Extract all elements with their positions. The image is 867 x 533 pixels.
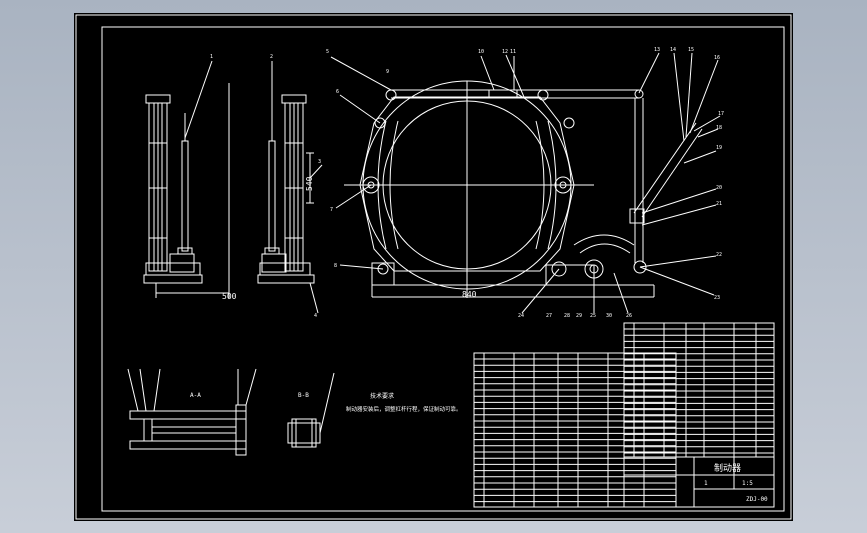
balloon-15: 15 (688, 47, 694, 53)
note-text: 制动器安装后，调整杠杆行程，保证制动可靠。 (346, 405, 462, 413)
balloon-4: 4 (314, 313, 317, 319)
balloon-6: 6 (336, 89, 339, 95)
balloon-25: 25 (590, 313, 596, 319)
balloon-11: 11 (510, 49, 516, 55)
dim-side-height: 540 (305, 176, 314, 191)
balloon-30: 30 (606, 313, 612, 319)
balloon-22: 22 (716, 252, 722, 258)
side-view-right (257, 94, 315, 284)
note-title: 技术要求 (370, 392, 394, 400)
balloon-29: 29 (576, 313, 582, 319)
balloon-23: 23 (714, 295, 720, 301)
balloon-12: 12 (502, 49, 508, 55)
balloon-8: 8 (334, 263, 337, 269)
dim-front-width: 840 (462, 290, 477, 299)
front-view (344, 80, 703, 298)
bill-of-materials (473, 322, 775, 508)
balloon-5: 5 (326, 49, 329, 55)
section-a-label: A-A (190, 392, 201, 399)
balloon-20: 20 (716, 185, 722, 191)
balloon-7: 7 (330, 207, 333, 213)
cad-drawing: 1234567891011121314151617181920212223242… (75, 14, 792, 520)
title-block-scale: 1:5 (742, 480, 753, 487)
balloon-21: 21 (716, 201, 722, 207)
balloon-2: 2 (270, 54, 273, 60)
outer-frame (75, 14, 792, 520)
title-block-sheets: 1 (704, 480, 708, 487)
balloon-26: 26 (626, 313, 632, 319)
balloon-3: 3 (318, 159, 321, 165)
balloon-24: 24 (518, 313, 524, 319)
balloon-16: 16 (714, 55, 720, 61)
balloon-28: 28 (564, 313, 570, 319)
balloon-9: 9 (386, 69, 389, 75)
detail-a-a (127, 368, 257, 456)
inner-frame (101, 26, 785, 512)
balloon-13: 13 (654, 47, 660, 53)
detail-b-b (287, 372, 335, 448)
balloon-17: 17 (718, 111, 724, 117)
balloon-18: 18 (716, 125, 722, 131)
title-block-title: 制动器 (714, 462, 741, 474)
balloon-19: 19 (716, 145, 722, 151)
dim-side-width: 500 (222, 292, 237, 301)
balloon-27: 27 (546, 313, 552, 319)
side-view-left (143, 83, 230, 298)
section-b-label: B-B (298, 392, 309, 399)
title-block (623, 456, 775, 508)
balloon-1: 1 (210, 54, 213, 60)
leader-lines (184, 52, 721, 314)
balloon-14: 14 (670, 47, 676, 53)
title-block-drawing-no: ZDJ-00 (746, 496, 768, 503)
balloon-10: 10 (478, 49, 484, 55)
